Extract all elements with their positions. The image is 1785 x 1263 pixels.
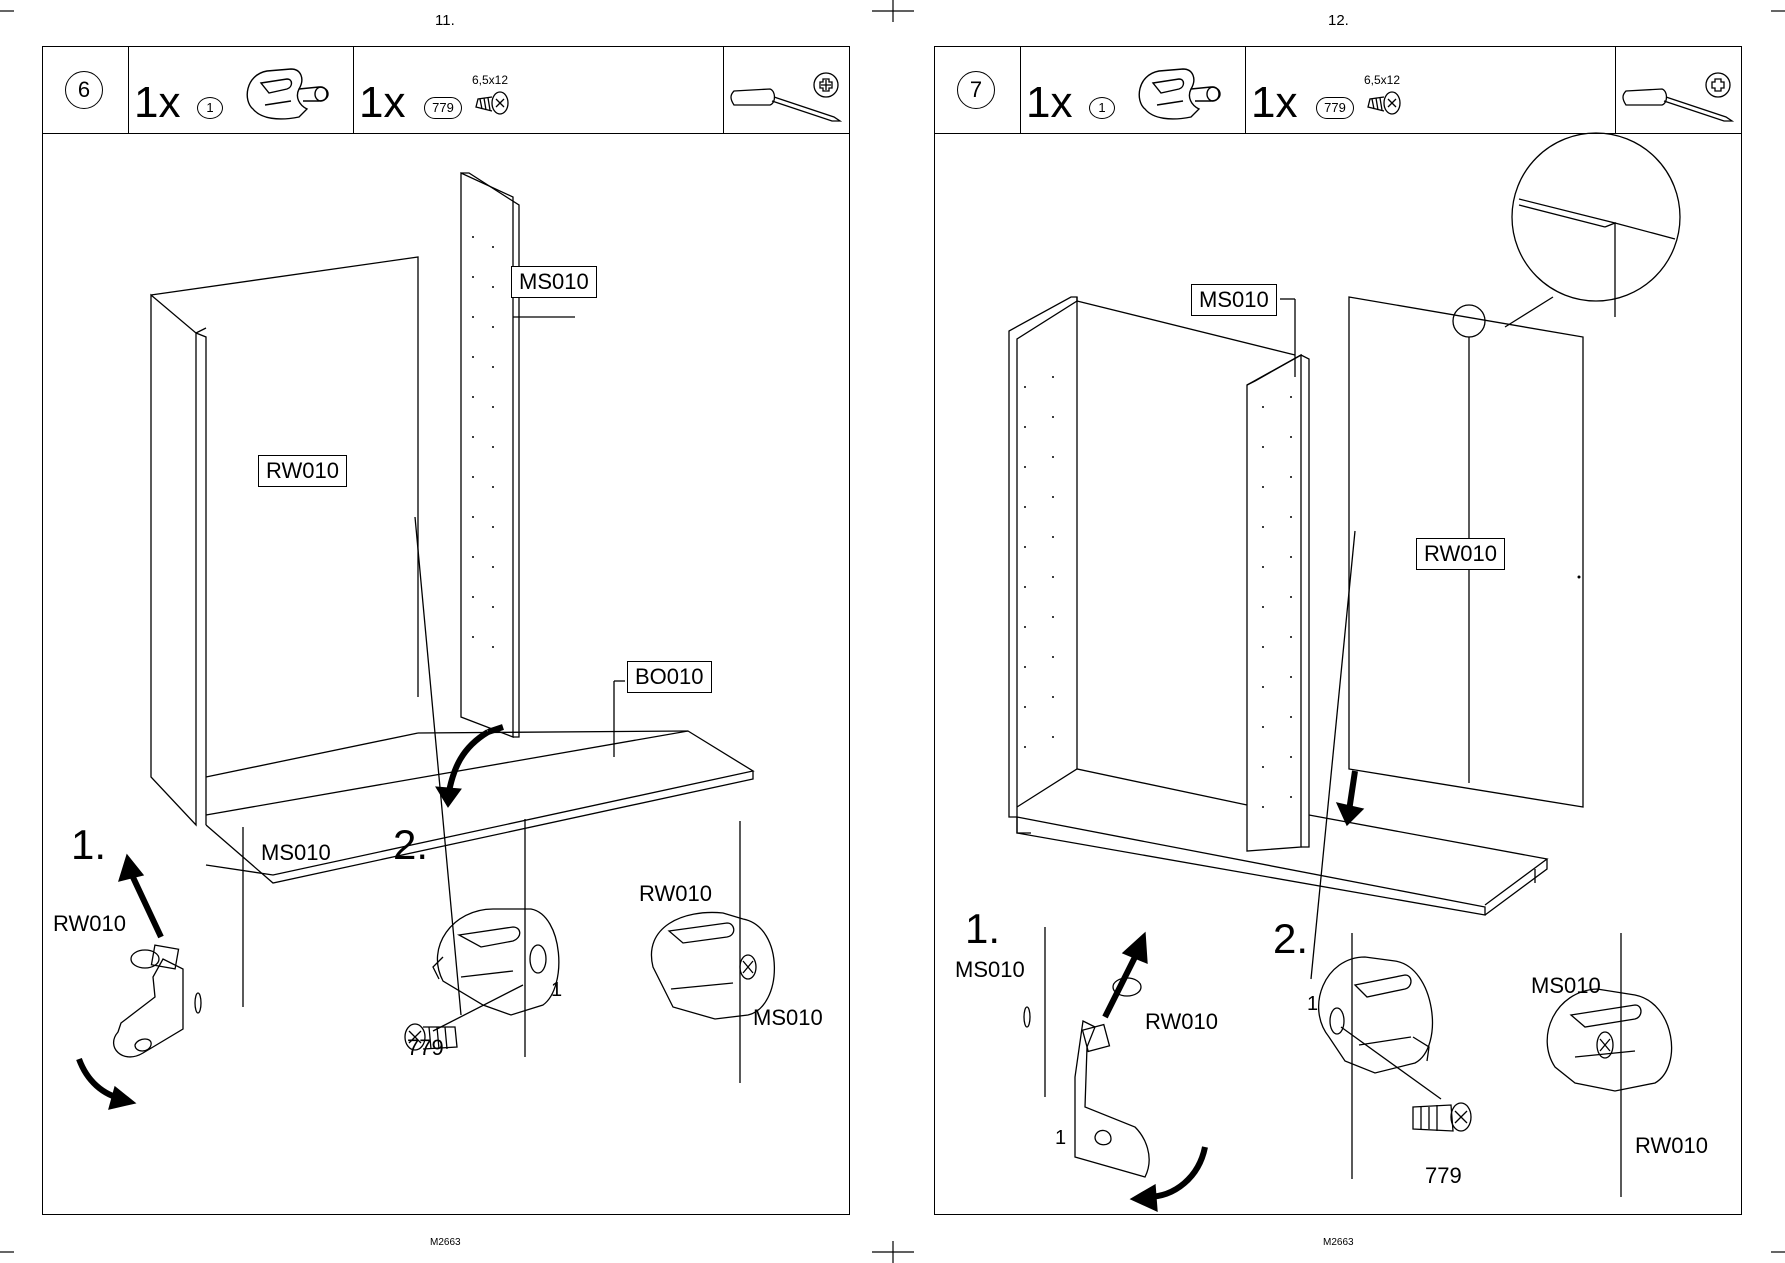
detail-part-779: 779 bbox=[407, 1035, 444, 1060]
tool-cell bbox=[1616, 47, 1743, 133]
detail-label-rw010-right: RW010 bbox=[639, 881, 712, 906]
detail-part-1a: 1 bbox=[1307, 993, 1319, 1015]
label-ms010: MS010 bbox=[1191, 284, 1277, 316]
detail-step-1: 1. bbox=[965, 905, 1001, 952]
step-cell: 7 bbox=[935, 47, 1021, 133]
label-rw010: RW010 bbox=[1416, 538, 1505, 570]
screw-size: 6,5x12 bbox=[472, 73, 509, 87]
detail-label-ms010: MS010 bbox=[261, 840, 331, 865]
parts-header: 7 1x 1 1x 779 6,5x12 bbox=[935, 47, 1741, 134]
part-code: 779 bbox=[424, 97, 462, 119]
label-bo010: BO010 bbox=[627, 661, 712, 693]
detail-label-rw010: RW010 bbox=[53, 911, 126, 936]
step-cell: 6 bbox=[43, 47, 129, 133]
screw-icon bbox=[475, 91, 509, 115]
assembly-drawing bbox=[1008, 132, 1681, 1213]
footer-code: M2663 bbox=[430, 1237, 461, 1248]
detail-label-rw010: RW010 bbox=[1145, 1009, 1218, 1034]
detail-step-1: 1. bbox=[71, 821, 107, 868]
detail-part-1: 1 bbox=[551, 979, 563, 1001]
part-2-cell: 1x 779 6,5x12 bbox=[1246, 47, 1616, 133]
part-1-cell: 1x 1 bbox=[129, 47, 354, 133]
connector-fitting-icon bbox=[1138, 68, 1221, 120]
detail-part-779: 779 bbox=[1425, 1163, 1462, 1188]
footer-code: M2663 bbox=[1323, 1237, 1354, 1248]
detail-step-2: 2. bbox=[393, 821, 429, 868]
part-1-cell: 1x 1 bbox=[1021, 47, 1246, 133]
detail-label-ms010: MS010 bbox=[955, 957, 1025, 982]
part-qty: 1x bbox=[1026, 78, 1073, 127]
detail-label-ms010-right: MS010 bbox=[1531, 973, 1601, 998]
part-code: 1 bbox=[197, 97, 223, 119]
detail-step-2: 2. bbox=[1273, 915, 1309, 962]
connector-fitting-icon bbox=[246, 68, 329, 120]
part-qty: 1x bbox=[1251, 78, 1298, 127]
screw-size: 6,5x12 bbox=[1364, 73, 1401, 87]
part-2-cell: 1x 779 6,5x12 bbox=[354, 47, 724, 133]
part-qty: 1x bbox=[359, 78, 406, 127]
part-code: 1 bbox=[1089, 97, 1115, 119]
part-code: 779 bbox=[1316, 97, 1354, 119]
screwdriver-icon bbox=[1622, 72, 1735, 122]
step-number: 6 bbox=[65, 71, 103, 109]
tool-cell bbox=[724, 47, 851, 133]
instruction-frame: 6 1x 1 1x 779 6,5x12 bbox=[42, 46, 850, 1215]
label-rw010: RW010 bbox=[258, 455, 347, 487]
page-number: 12. bbox=[1328, 12, 1349, 29]
step-number: 7 bbox=[957, 71, 995, 109]
detail-label-rw010-right: RW010 bbox=[1635, 1133, 1708, 1158]
screwdriver-icon bbox=[730, 72, 843, 122]
part-qty: 1x bbox=[134, 78, 181, 127]
label-ms010: MS010 bbox=[511, 266, 597, 298]
detail-label-ms010-right: MS010 bbox=[753, 1005, 823, 1030]
screw-icon bbox=[1367, 91, 1401, 115]
page-number: 11. bbox=[435, 12, 455, 29]
side-panel bbox=[150, 293, 197, 827]
parts-header: 6 1x 1 1x 779 6,5x12 bbox=[43, 47, 849, 134]
assembly-drawing bbox=[76, 171, 775, 1110]
ms010-panel bbox=[460, 171, 514, 738]
instruction-frame: 7 1x 1 1x 779 6,5x12 bbox=[934, 46, 1742, 1215]
detail-part-1b: 1 bbox=[1055, 1127, 1067, 1149]
